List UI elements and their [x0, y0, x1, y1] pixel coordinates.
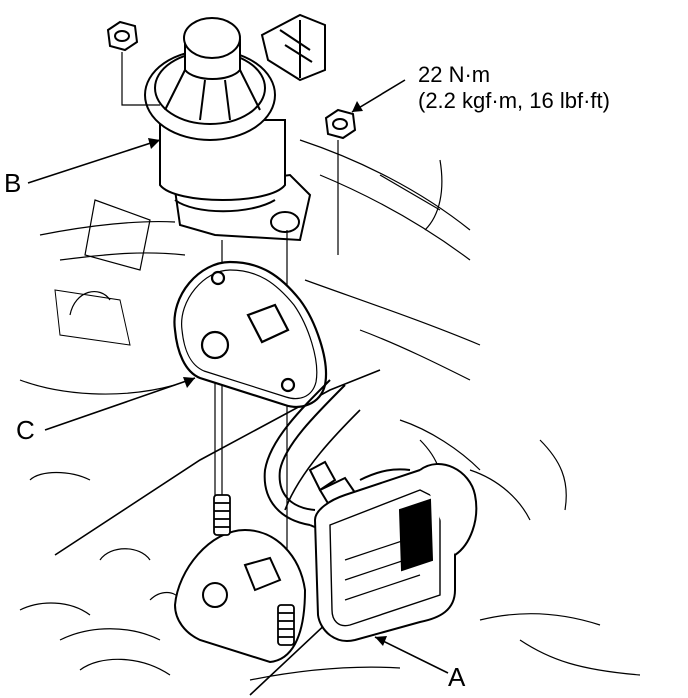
intake-mount-base [173, 528, 307, 664]
callout-label-c: C [16, 415, 35, 445]
callout-label-b: B [4, 168, 22, 198]
gasket [173, 260, 328, 408]
leader-arrowheads [148, 101, 387, 646]
torque-value: 22 N·m [418, 62, 491, 87]
nut-left [106, 20, 139, 52]
torque-conversion: (2.2 kgf·m, 16 lbf·ft) [418, 88, 610, 113]
egr-valve [144, 13, 326, 242]
torque-spec: 22 N·m (2.2 kgf·m, 16 lbf·ft) [418, 62, 610, 114]
callout-label-a: A [448, 662, 466, 692]
stud-right [277, 604, 295, 646]
stud-left [213, 494, 231, 536]
nut-right [324, 108, 357, 140]
leader-lines [27, 79, 449, 674]
electrical-connector [308, 460, 478, 642]
